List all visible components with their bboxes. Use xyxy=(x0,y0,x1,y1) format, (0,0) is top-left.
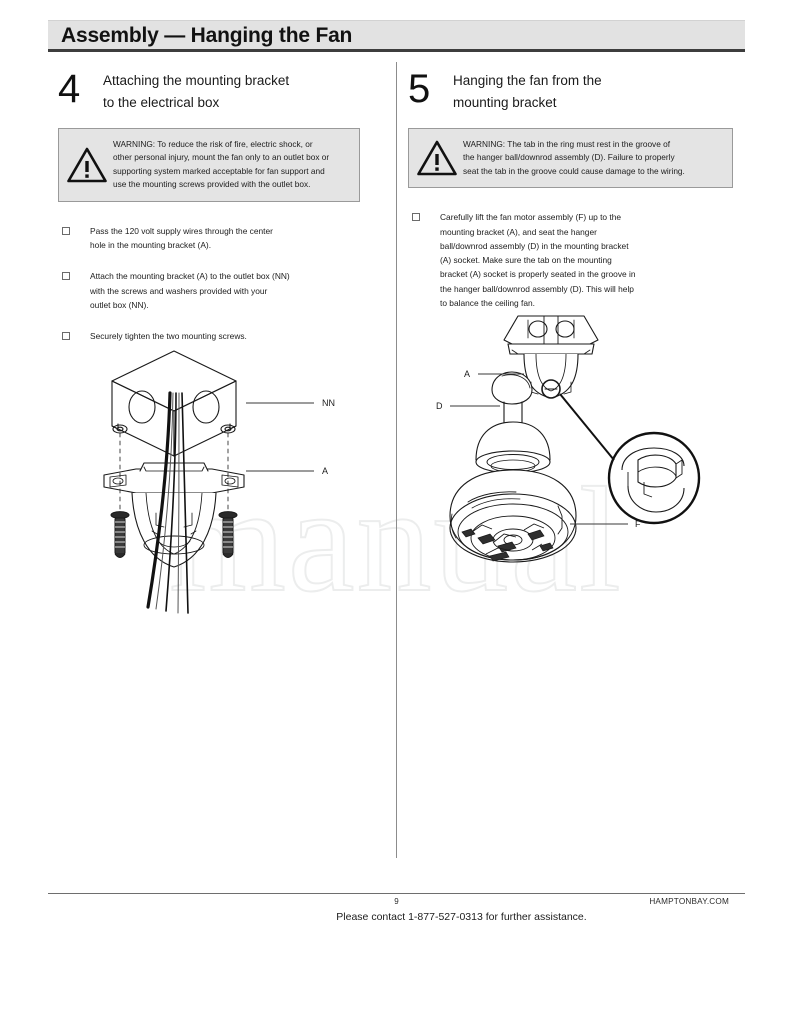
checkbox-bullet-icon xyxy=(62,226,70,235)
callout-label-f: F xyxy=(635,519,641,529)
step-4-figure: NN A xyxy=(96,345,386,620)
text-line: outlet box (NN). xyxy=(90,299,149,310)
warning-triangle-icon xyxy=(417,140,457,176)
page-footer: 9 HAMPTONBAY.COM Please contact 1-877-52… xyxy=(48,895,745,935)
checkbox-bullet-icon xyxy=(62,332,70,341)
step-5-title-line1: Hanging the fan from the xyxy=(453,73,602,88)
step-4-warning-box: WARNING: To reduce the risk of fire, ele… xyxy=(58,128,360,202)
step-4-warning-text: WARNING: To reduce the risk of fire, ele… xyxy=(113,138,349,192)
page-header-band: Assembly — Hanging the Fan xyxy=(48,20,745,50)
warning-line: use the mounting screws provided with th… xyxy=(113,179,311,190)
text-line: hole in the mounting bracket (A). xyxy=(90,239,212,250)
text-line: Carefully lift the fan motor assembly (F… xyxy=(440,212,622,223)
warning-line: WARNING: The tab in the ring must rest i… xyxy=(463,139,671,149)
warning-line: other personal injury, mount the fan onl… xyxy=(113,152,330,163)
step-5-warning-box: WARNING: The tab in the ring must rest i… xyxy=(408,128,733,189)
list-item-text: Securely tighten the two mounting screws… xyxy=(90,329,388,343)
text-line: to balance the ceiling fan. xyxy=(440,298,535,308)
step-5-instruction-list: Carefully lift the fan motor assembly (F… xyxy=(408,210,744,310)
step-5-number: 5 xyxy=(408,67,431,111)
text-line: Attach the mounting bracket (A) to the o… xyxy=(90,271,290,282)
step-4-number: 4 xyxy=(58,67,81,111)
step-4-block: 4 Attaching the mounting bracket to the … xyxy=(58,66,388,360)
warning-line: the hanger ball/downrod assembly (D). Fa… xyxy=(463,152,675,163)
list-item: Securely tighten the two mounting screws… xyxy=(58,329,388,343)
warning-line: seat the tab in the groove could cause d… xyxy=(463,165,685,176)
text-line: mounting bracket (A), and seat the hange… xyxy=(440,226,597,237)
text-line: with the screws and washers provided wit… xyxy=(90,285,268,296)
header-divider-rule xyxy=(48,49,745,52)
footer-divider-rule xyxy=(48,893,745,894)
step-5-figure: A D F xyxy=(432,310,732,625)
callout-label-a: A xyxy=(464,369,470,379)
warning-triangle-icon xyxy=(67,147,107,183)
text-line: the hanger ball/downrod assembly (D). Th… xyxy=(440,283,634,294)
list-item: Attach the mounting bracket (A) to the o… xyxy=(58,269,388,312)
checkbox-bullet-icon xyxy=(412,213,420,222)
page-number: 9 xyxy=(394,897,399,906)
list-item: Carefully lift the fan motor assembly (F… xyxy=(408,210,744,310)
list-item-text: Pass the 120 volt supply wires through t… xyxy=(90,224,388,253)
list-item-text: Carefully lift the fan motor assembly (F… xyxy=(440,210,744,310)
list-item-text: Attach the mounting bracket (A) to the o… xyxy=(90,269,388,312)
page-title: Assembly — Hanging the Fan xyxy=(61,24,353,47)
contact-assistance-text: Please contact 1-877-527-0313 for furthe… xyxy=(336,911,587,923)
step-5-heading: 5 Hanging the fan from the mounting brac… xyxy=(408,66,744,120)
callout-label-nn: NN xyxy=(322,398,335,408)
step-5-block: 5 Hanging the fan from the mounting brac… xyxy=(408,66,744,310)
step-5-title: Hanging the fan from the mounting bracke… xyxy=(453,70,602,114)
checkbox-bullet-icon xyxy=(62,272,70,281)
step-5-warning-text: WARNING: The tab in the ring must rest i… xyxy=(463,138,722,178)
text-line: bracket (A) socket is properly seated in… xyxy=(440,269,636,280)
callout-label-d: D xyxy=(436,401,443,411)
list-item: Pass the 120 volt supply wires through t… xyxy=(58,224,388,253)
text-line: Securely tighten the two mounting screws… xyxy=(90,331,247,342)
step-4-heading: 4 Attaching the mounting bracket to the … xyxy=(58,66,388,120)
warning-line: supporting system marked acceptable for … xyxy=(113,165,325,176)
warning-line: WARNING: To reduce the risk of fire, ele… xyxy=(113,139,313,149)
text-line: Pass the 120 volt supply wires through t… xyxy=(90,225,273,236)
step-4-title-line2: to the electrical box xyxy=(103,95,220,110)
text-line: ball/downrod assembly (D) in the mountin… xyxy=(440,240,629,251)
step-4-title: Attaching the mounting bracket to the el… xyxy=(103,70,289,114)
step-5-title-line2: mounting bracket xyxy=(453,95,557,110)
column-divider xyxy=(396,62,397,858)
text-line: (A) socket. Make sure the tab on the mou… xyxy=(440,255,612,266)
callout-label-a: A xyxy=(322,466,328,476)
step-4-instruction-list: Pass the 120 volt supply wires through t… xyxy=(58,224,388,344)
step-4-title-line1: Attaching the mounting bracket xyxy=(103,73,290,88)
brand-website: HAMPTONBAY.COM xyxy=(649,897,729,906)
